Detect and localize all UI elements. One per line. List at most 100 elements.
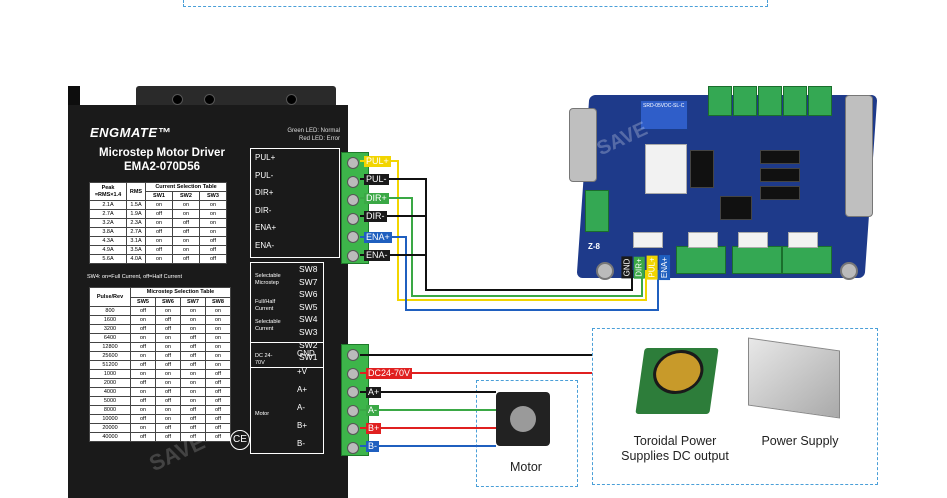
dip-switch-label: SW5: [299, 301, 318, 312]
board-terminal: [783, 86, 807, 116]
signal-wire-label: DIR-: [364, 211, 387, 222]
board-port-label: Z-8: [588, 242, 600, 251]
sw4-note: SW4: on=Full Current, off=Half Current: [87, 274, 182, 280]
power-pin-label: B-: [297, 439, 305, 448]
driver-brand: ENGMATE™: [90, 125, 172, 140]
ic-chip: [760, 150, 800, 164]
terminal-screw: [347, 404, 359, 417]
signal-pin-panel: PUL+PUL-DIR+DIR-ENA+ENA-: [250, 148, 340, 258]
sw-group-fullhalf: Full/Half Current: [255, 299, 276, 312]
power-supply-box: [592, 328, 878, 485]
dip-switch-label: SW3: [299, 327, 318, 337]
current-selection-table: Peak=RMS×1.4 RMS Current Selection Table…: [89, 182, 228, 264]
table-cell: off: [204, 432, 232, 442]
board-terminal: [676, 246, 726, 274]
board-header: [788, 232, 818, 248]
terminal-screw: [347, 194, 359, 207]
board-mount-hole: [596, 262, 614, 280]
power-supply-caption: Power Supply: [761, 434, 839, 448]
terminal-screw: [347, 367, 359, 380]
sw-group-microstep: Selectable Microstep: [255, 273, 281, 286]
terminal-screw: [347, 386, 359, 399]
mount-hole: [172, 94, 183, 105]
motor-pin-group-label: Motor: [255, 411, 270, 417]
dip-switch-label: SW6: [299, 289, 318, 300]
peak-subheader: =RMS×1.4: [94, 191, 122, 198]
signal-pin-label: DIR+: [255, 188, 274, 198]
sw-group-current: Selectable Current: [255, 319, 281, 332]
dc-voltage-label: DC 24-70V: [255, 353, 273, 366]
table-cell: 40000: [89, 432, 131, 442]
power-pin-label: +V: [297, 367, 308, 376]
signal-wire-label: PUL-: [364, 174, 389, 185]
toroidal-caption-line2: Supplies DC output: [621, 449, 729, 463]
wire-pul-plus: [360, 160, 647, 301]
dip-switch-label: SW7: [299, 276, 318, 287]
motor-caption: Motor: [510, 460, 542, 474]
board-pin-label: ENA+: [659, 254, 671, 281]
led-legend: Green LED: Normal Red LED: Error: [270, 127, 340, 143]
board-header: [738, 232, 768, 248]
signal-wire-label: PUL+: [364, 156, 391, 167]
db25-connector-right: [845, 95, 873, 217]
power-wire-label: B+: [366, 423, 382, 434]
table-cell: off: [198, 254, 228, 264]
board-terminal: [585, 190, 609, 232]
signal-pin-label: ENA+: [255, 223, 277, 233]
board-pin-label: GND: [621, 256, 633, 279]
power-wire-label: B-: [366, 441, 379, 452]
power-wire-label: A+: [366, 387, 382, 398]
toroidal-caption: Toroidal Power Supplies DC output: [605, 434, 745, 464]
power-terminal-block: [341, 344, 369, 456]
board-pin-label: DIR+: [633, 256, 645, 279]
relay-label: SRD-05VDC-SL-C: [643, 103, 685, 109]
terminal-screw: [347, 349, 359, 361]
power-wire-label: DC24-70V: [366, 368, 413, 379]
ce-mark: CE: [230, 430, 250, 450]
board-terminal: [708, 86, 732, 116]
ic-chip: [690, 150, 714, 188]
peak-header: Peak: [101, 184, 115, 191]
board-pin-label: PUL+: [646, 255, 658, 280]
mount-hole: [286, 94, 297, 105]
dip-switch-panel: Selectable Microstep Full/Half Current S…: [250, 262, 324, 368]
board-terminal: [808, 86, 832, 116]
signal-wire-label: ENA-: [364, 250, 390, 261]
board-terminal: [758, 86, 782, 116]
terminal-screw: [347, 157, 359, 169]
wire-pul-minus: [360, 178, 633, 291]
terminal-screw: [347, 442, 359, 454]
board-terminal: [732, 246, 782, 274]
relay: SRD-05VDC-SL-C: [640, 100, 688, 130]
terminal-screw: [347, 231, 359, 244]
stepper-motor: [496, 392, 550, 446]
wire-dir-plus: [360, 197, 643, 297]
board-mount-hole: [840, 262, 858, 280]
power-wire-label: A-: [366, 405, 379, 416]
power-pin-label: A-: [297, 403, 305, 412]
driver-model: EMA2-070D56: [123, 161, 201, 173]
toroidal-caption-line1: Toroidal Power: [633, 434, 717, 448]
signal-pin-label: ENA-: [255, 241, 275, 250]
driver-title-line1: Microstep Motor Driver: [99, 147, 225, 159]
dip-switch-label: SW1: [299, 352, 318, 363]
white-header: [645, 144, 687, 194]
signal-wire-label: DIR+: [364, 193, 389, 204]
signal-pin-label: PUL+: [255, 153, 276, 162]
motor-face: [510, 406, 536, 432]
power-pin-label: A+: [297, 385, 308, 394]
mount-hole: [204, 94, 215, 105]
terminal-screw: [347, 212, 359, 225]
terminal-screw: [347, 423, 359, 436]
db25-connector-left: [569, 108, 597, 182]
signal-pin-label: PUL-: [255, 170, 274, 180]
ic-chip: [720, 196, 752, 220]
signal-wire-label: ENA+: [364, 232, 392, 243]
